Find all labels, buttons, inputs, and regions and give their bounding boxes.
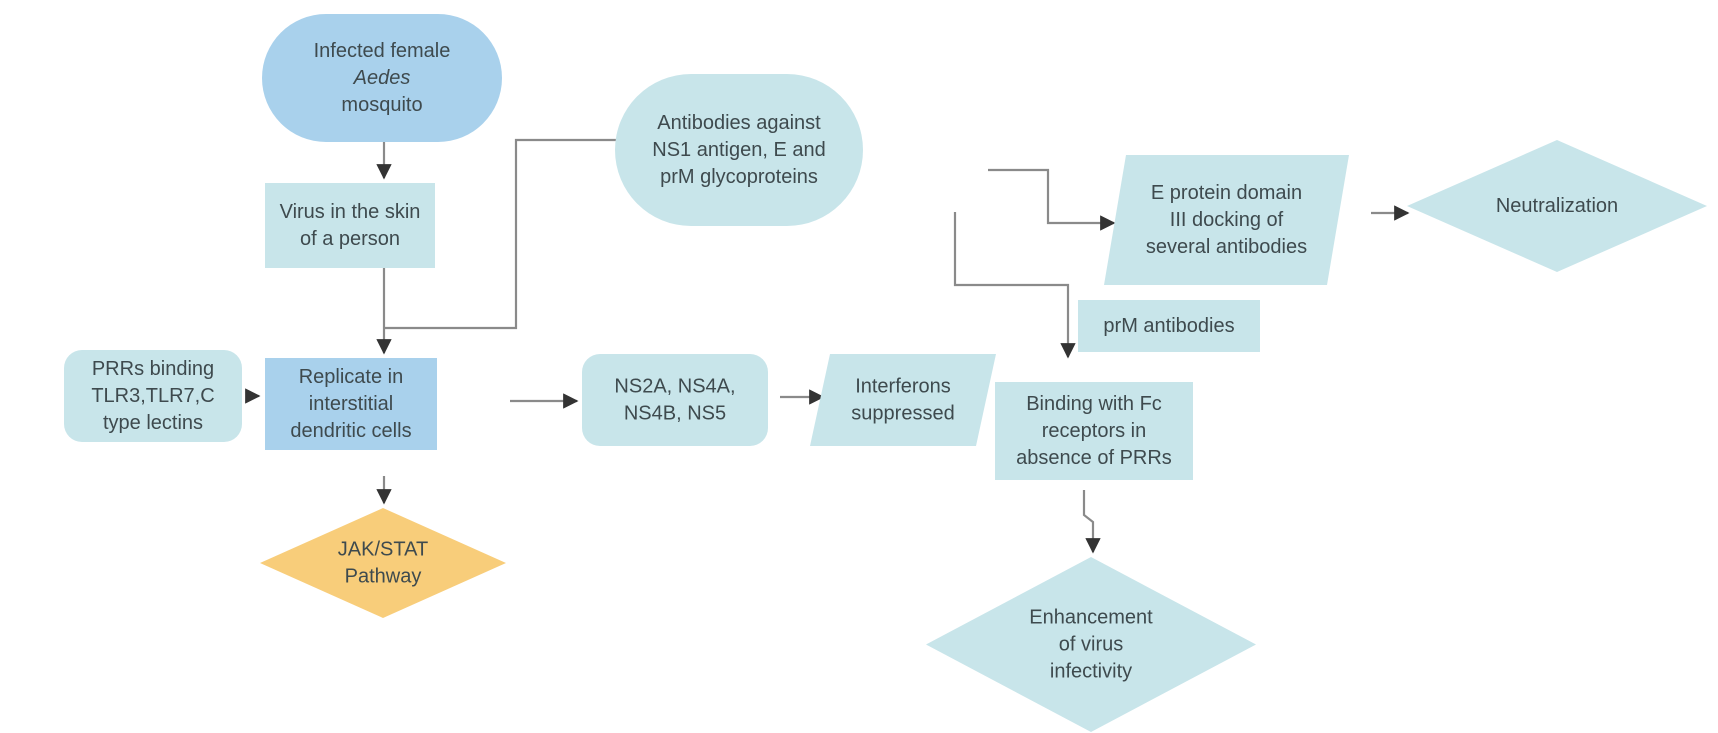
node-enhancement: Enhancement of virus infectivity [926,557,1256,732]
mosquito-label-line: mosquito [341,94,422,116]
prm-label-line: prM antibodies [1103,315,1234,337]
node-ns: NS2A, NS4A, NS4B, NS5 [582,354,768,446]
fc-label-line: absence of PRRs [1016,447,1172,469]
eprotein-label-line: E protein domain [1151,182,1302,204]
jakstat-label-line: Pathway [345,565,422,587]
mosquito-label-line: Infected female [314,40,451,62]
edge-antibodies-to-fc [953,212,1076,359]
node-interferons: Interferons suppressed [810,354,996,446]
node-skin: Virus in the skin of a person [265,183,435,268]
ns-shape [582,354,768,446]
antibodies-label-line: prM glycoproteins [660,166,818,188]
antibodies-shape [615,74,863,226]
skin-shape [265,183,435,268]
enhancement-label-line: of virus [1059,633,1123,655]
fc-label-line: Binding with Fc [1026,393,1162,415]
prrs-label-line: TLR3,TLR7,C [91,385,214,407]
interferons-shape [810,354,996,446]
mosquito-shape [262,14,502,142]
replicate-label-line: dendritic cells [290,420,411,442]
antibodies-label-line: Antibodies against [657,112,821,134]
neutralization-shape [1407,140,1707,272]
enhancement-label-line: Enhancement [1029,606,1153,628]
node-neutralization: Neutralization [1407,140,1707,272]
prrs-label-line: PRRs binding [92,358,214,380]
eprotein-label-line: III docking of [1170,209,1284,231]
replicate-label-line: interstitial [309,393,393,415]
eprotein-shape [1104,155,1349,285]
ns-label-line: NS2A, NS4A, [614,375,735,397]
jakstat-label-line: JAK/STAT [338,538,428,560]
prrs-shape [64,350,242,442]
edge-skin-to-antibodies [384,132,652,330]
node-prm: prM antibodies [1078,300,1260,352]
jakstat-shape [260,508,506,618]
edge-antibodies-to-eprotein [988,168,1116,231]
mosquito-label-line: Aedes [353,67,411,89]
node-fc: Binding with Fc receptors in absence of PR… [995,382,1193,480]
enhancement-shape [926,557,1256,732]
neutralization-label-line: Neutralization [1496,195,1618,217]
node-replicate: Replicate in interstitial dendritic cells [265,358,437,450]
interferons-label-line: Interferons [855,375,951,397]
prm-shape [1078,300,1260,352]
replicate-shape [265,358,437,450]
prrs-label-line: type lectins [103,412,203,434]
edges [245,132,1410,554]
node-jakstat: JAK/STAT Pathway [260,508,506,618]
edge-fc-to-enhancement [1082,490,1101,554]
eprotein-label-line: several antibodies [1146,236,1307,258]
replicate-label-line: Replicate in [299,366,404,388]
skin-label-line: of a person [300,228,400,250]
skin-label-line: Virus in the skin [280,201,421,223]
fc-shape [995,382,1193,480]
fc-label-line: receptors in [1042,420,1147,442]
antibodies-label-line: NS1 antigen, E and [652,139,825,161]
ns-label-line: NS4B, NS5 [624,402,726,424]
enhancement-label-line: infectivity [1050,660,1132,682]
interferons-label-line: suppressed [851,402,954,424]
